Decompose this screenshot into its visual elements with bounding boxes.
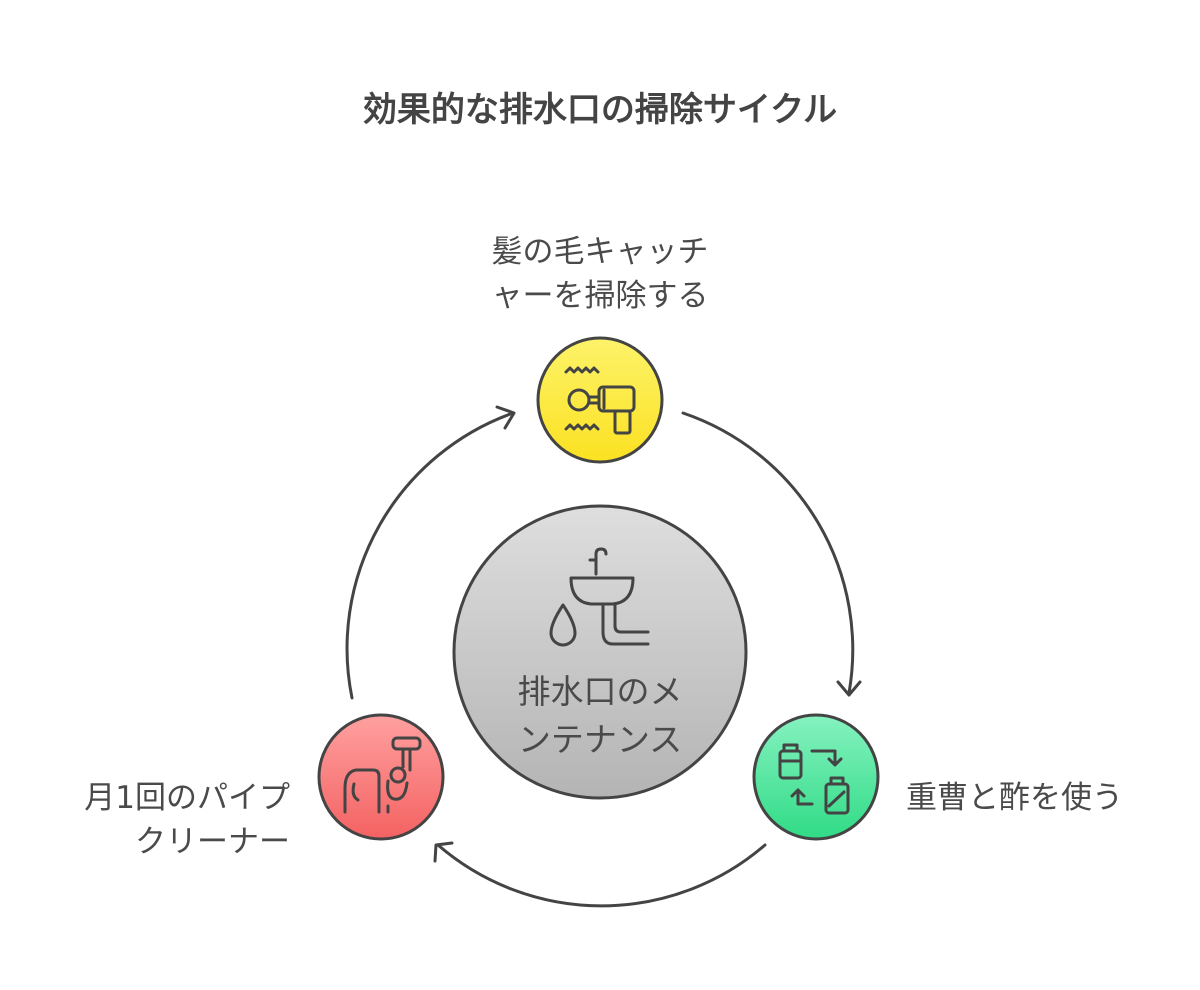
center-label: 排水口のメ ンテナンス	[450, 668, 750, 764]
node-pipe-label-line1: 月1回のパイプ	[84, 780, 290, 816]
center-label-line2: ンテナンス	[517, 720, 683, 759]
arrow-hair-to-soda	[681, 411, 855, 695]
pipe-cleaner-icon	[343, 736, 422, 814]
arrow-head-soda	[836, 680, 862, 697]
arrow-pipe-to-hair	[345, 411, 515, 700]
node-pipe-label: 月1回のパイプ クリーナー	[20, 776, 290, 864]
node-hair-label-line1: 髪の毛キャッチ	[491, 234, 709, 270]
node-soda-label: 重曹と酢を使う	[906, 776, 1196, 820]
node-pipe-circle	[317, 713, 445, 841]
arrow-soda-to-pipe	[436, 843, 767, 908]
arrow-head-hair	[495, 405, 516, 430]
arrow-head-pipe	[433, 841, 454, 863]
diagram-title: 効果的な排水口の掃除サイクル	[362, 90, 838, 130]
node-soda-label-line1: 重曹と酢を使う	[906, 780, 1123, 816]
center-circle	[452, 504, 748, 800]
node-hair-label: 髪の毛キャッチ ャーを掃除する	[400, 230, 800, 318]
node-soda-circle	[752, 713, 880, 841]
bottles-cycle-icon	[778, 743, 850, 815]
sink-icon	[549, 547, 650, 647]
hair-dryer-icon	[564, 366, 636, 435]
center-label-line1: 排水口のメ	[517, 672, 683, 711]
node-hair-label-line2: ャーを掃除する	[491, 278, 709, 314]
node-pipe-label-line2: クリーナー	[135, 824, 290, 860]
